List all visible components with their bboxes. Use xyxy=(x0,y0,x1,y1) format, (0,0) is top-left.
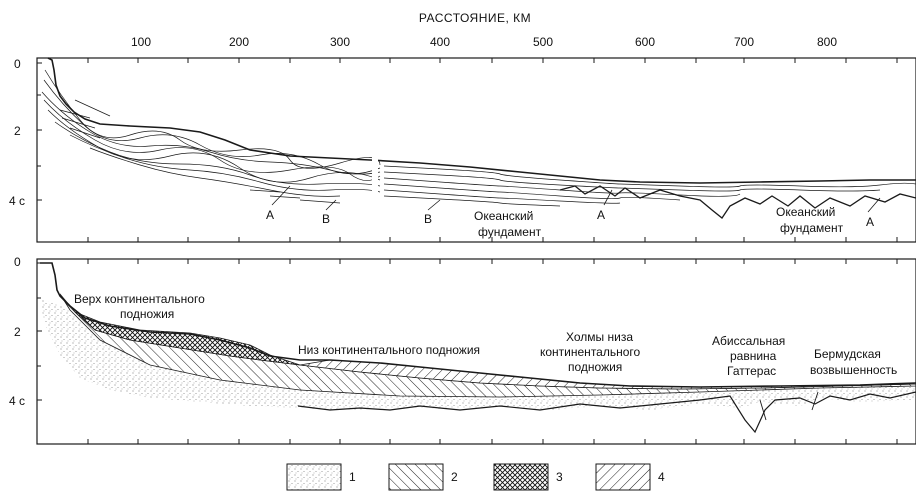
legend-label: 1 xyxy=(349,470,356,484)
basement-label: фундамент xyxy=(780,221,844,235)
region-label-abyssal-plain: равнина xyxy=(730,349,777,363)
region-label-upper-rise: подножия xyxy=(120,307,174,321)
tick-label: 800 xyxy=(817,35,837,49)
region-label-bermuda-rise: возвышенность xyxy=(810,363,897,377)
tick-label: 100 xyxy=(131,35,151,49)
axis-title: РАССТОЯНИЕ, КМ xyxy=(419,11,531,25)
legend-item-2: 2 xyxy=(389,464,458,490)
region-label-hills: Холмы низа xyxy=(566,330,633,344)
y-tick-label: 2 xyxy=(14,124,21,138)
y-tick-label: 2 xyxy=(14,325,21,339)
sediment-reflectors xyxy=(42,70,916,206)
legend-label: 3 xyxy=(556,470,563,484)
reflector-label-b: B xyxy=(424,212,432,226)
y-tick-label: 4 с xyxy=(9,394,25,408)
region-label-hills: континентального xyxy=(540,345,641,359)
region-label-abyssal-plain: Абиссальная xyxy=(712,334,785,348)
tick-label: 700 xyxy=(734,35,754,49)
reflector-label-b: B xyxy=(322,212,330,226)
region-label-lower-rise: Низ континентального подножия xyxy=(298,343,480,357)
basement-label: Океанский xyxy=(776,205,835,219)
legend-item-4: 4 xyxy=(596,464,665,490)
tick-label: 400 xyxy=(430,35,450,49)
top-axis-labels: 100 200 300 400 500 600 700 800 xyxy=(131,35,837,49)
basement-label: Океанский xyxy=(474,209,533,223)
reflector-label-a: A xyxy=(866,215,874,229)
legend-swatch-crosshatch xyxy=(494,464,548,490)
legend-label: 2 xyxy=(451,470,458,484)
legend-swatch-diagonal xyxy=(389,464,443,490)
upper-panel-text: 0 2 4 с A B B Океанский фундамент A Океа… xyxy=(9,57,874,239)
legend-swatch-stipple xyxy=(287,464,341,490)
tick-label: 600 xyxy=(635,35,655,49)
y-tick-label: 4 с xyxy=(9,194,25,208)
reflector-label-a: A xyxy=(597,208,605,222)
region-label-bermuda-rise: Бермудская xyxy=(814,347,881,361)
y-tick-label: 0 xyxy=(14,57,21,71)
legend-label: 4 xyxy=(658,470,665,484)
tick-label: 300 xyxy=(330,35,350,49)
legend: 1 2 3 4 xyxy=(287,464,665,490)
reflector-label-a: A xyxy=(266,208,274,222)
legend-swatch-backdiagonal xyxy=(596,464,650,490)
region-label-upper-rise: Верх континентального xyxy=(74,292,205,306)
tick-label: 500 xyxy=(533,35,553,49)
y-tick-label: 0 xyxy=(14,255,21,269)
legend-item-1: 1 xyxy=(287,464,356,490)
legend-item-3: 3 xyxy=(494,464,563,490)
tick-label: 200 xyxy=(229,35,249,49)
basement-label: фундамент xyxy=(478,225,542,239)
region-label-hills: подножия xyxy=(568,360,622,374)
region-label-abyssal-plain: Гаттерас xyxy=(727,364,776,378)
